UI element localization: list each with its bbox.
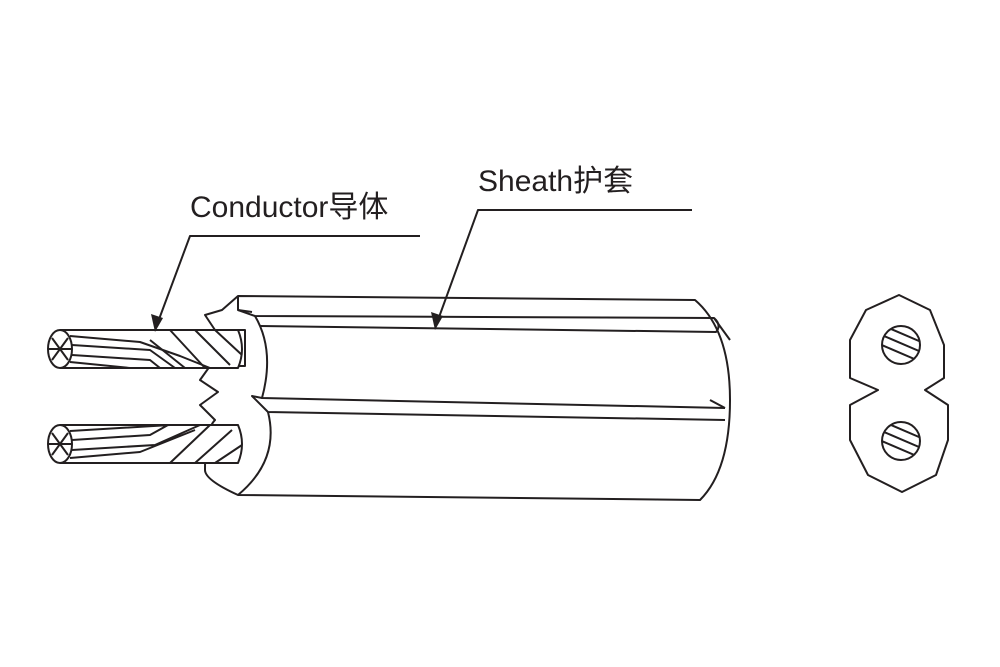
conductor-leader <box>151 235 420 332</box>
sheath-leader <box>431 209 692 330</box>
conductor-label: Conductor导体 <box>190 191 389 224</box>
sheath-label: Sheath护套 <box>478 165 634 198</box>
conductor-top <box>47 329 243 369</box>
cross-section <box>849 294 949 493</box>
sheath-body <box>199 295 731 501</box>
conductor-bottom <box>47 424 243 464</box>
